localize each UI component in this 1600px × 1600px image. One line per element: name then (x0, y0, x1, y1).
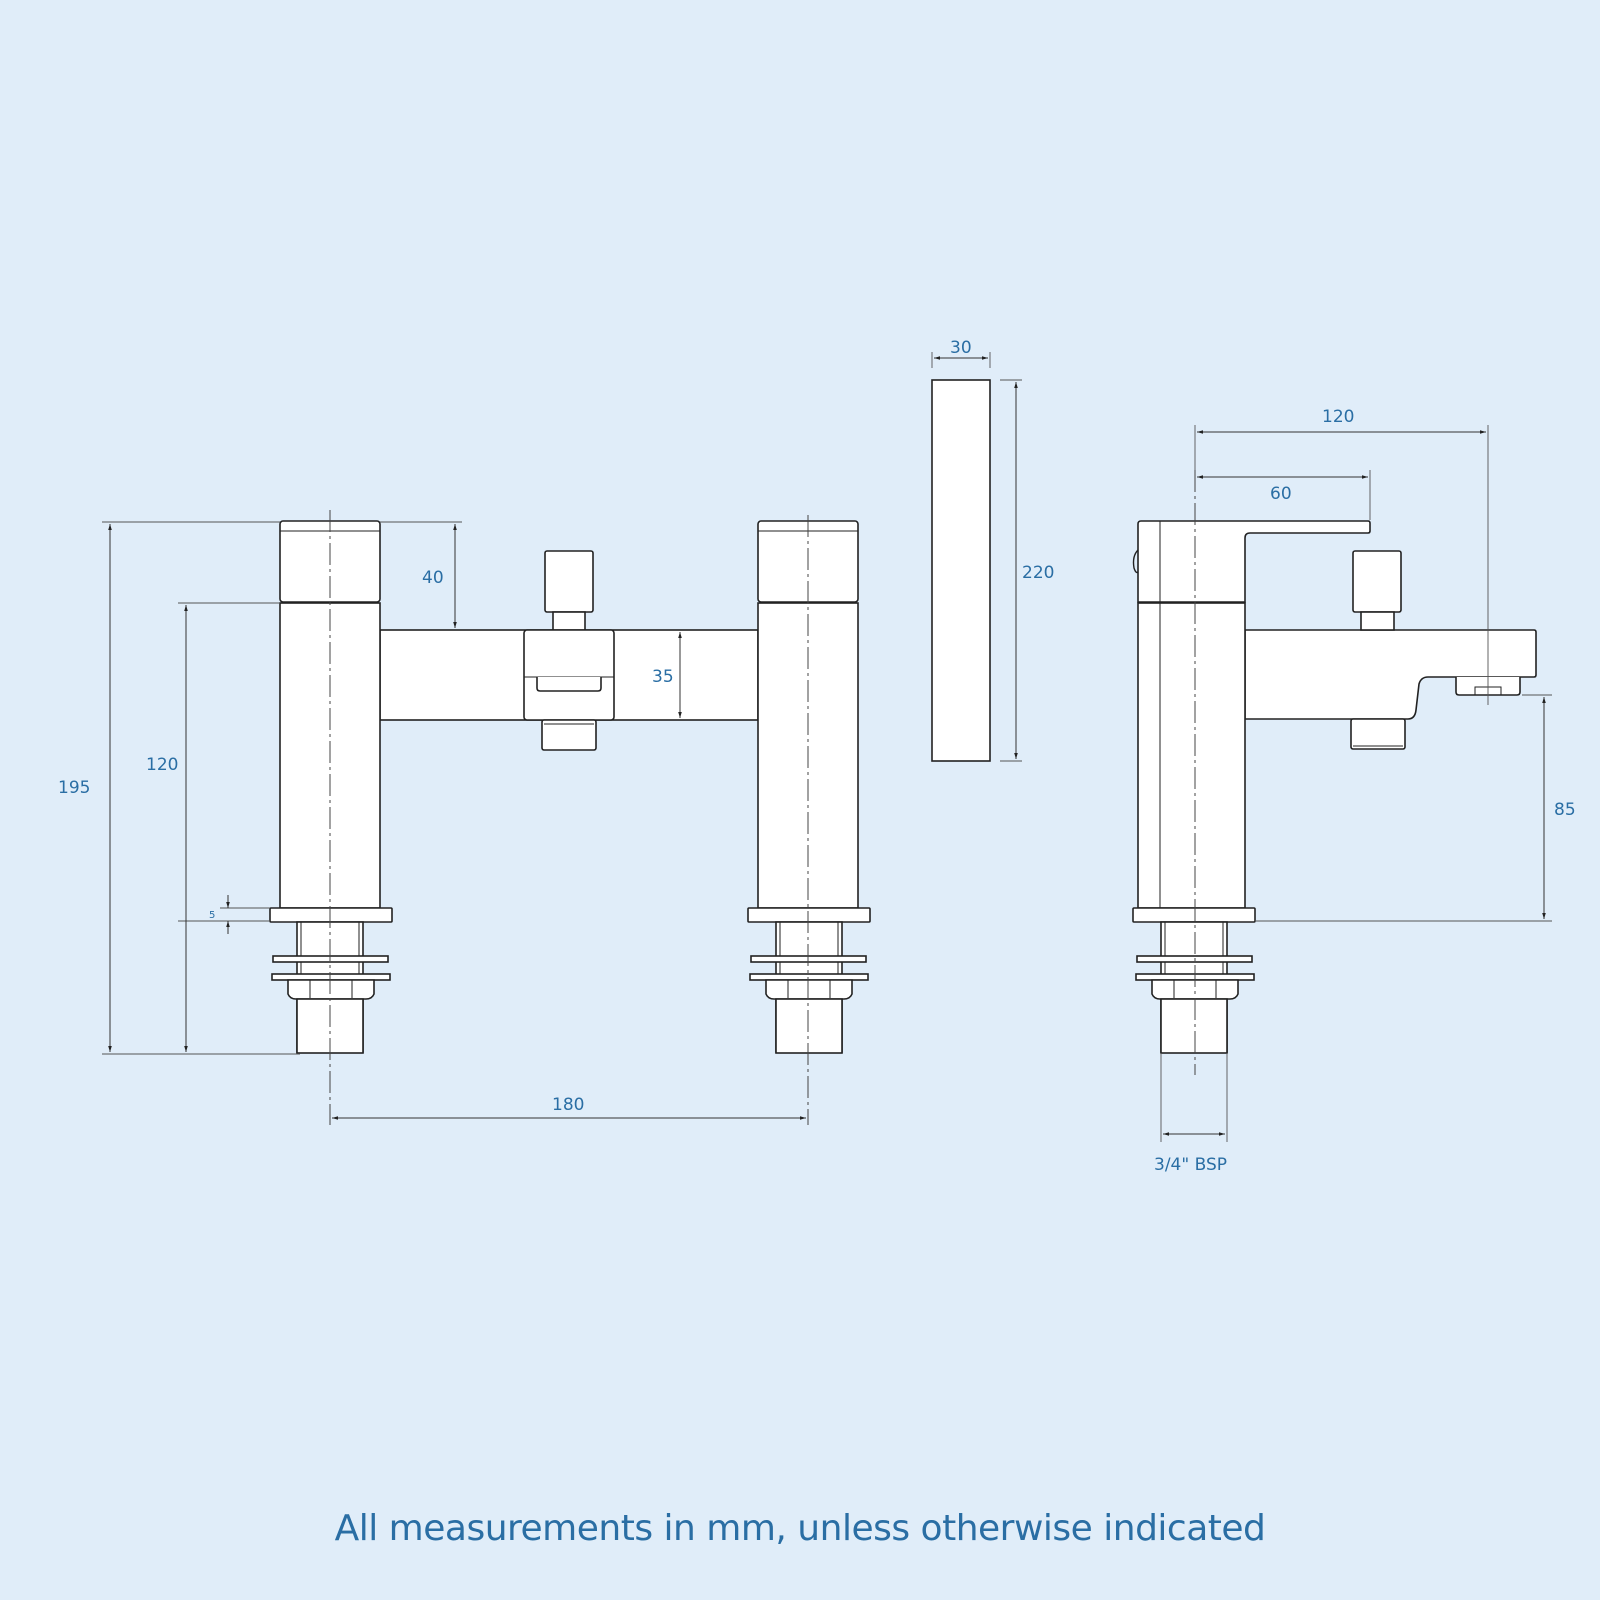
side-pillar (1137, 602, 1246, 909)
dim-spout-clearance: 85 (1554, 800, 1576, 820)
measurement-note: All measurements in mm, unless otherwise… (334, 1508, 1266, 1549)
dim-spout-height: 35 (652, 667, 674, 687)
side-spout (1244, 629, 1537, 720)
dim-spout-reach: 120 (1322, 407, 1354, 427)
left-pillar (269, 520, 393, 1054)
dim-centers: 180 (552, 1095, 584, 1115)
dim-base-plate: 5 (209, 910, 215, 921)
dim-overall-height: 195 (58, 778, 90, 798)
side-view: 120 60 85 3/4" BSP (1132, 407, 1576, 1175)
dim-pillar-height: 120 (146, 755, 178, 775)
dim-handle-height: 40 (422, 568, 444, 588)
side-lever (1137, 520, 1371, 603)
handle-view: 30 220 (931, 338, 1054, 762)
dim-handle-width: 30 (950, 338, 972, 358)
right-pillar (747, 520, 871, 1054)
dim-lever-reach: 60 (1270, 484, 1292, 504)
dim-handle-length: 220 (1022, 563, 1054, 583)
diverter (523, 550, 615, 751)
front-view: 195 120 5 40 35 180 (58, 510, 871, 1125)
handle-bar (931, 379, 991, 762)
dim-inlet-thread: 3/4" BSP (1154, 1155, 1227, 1175)
